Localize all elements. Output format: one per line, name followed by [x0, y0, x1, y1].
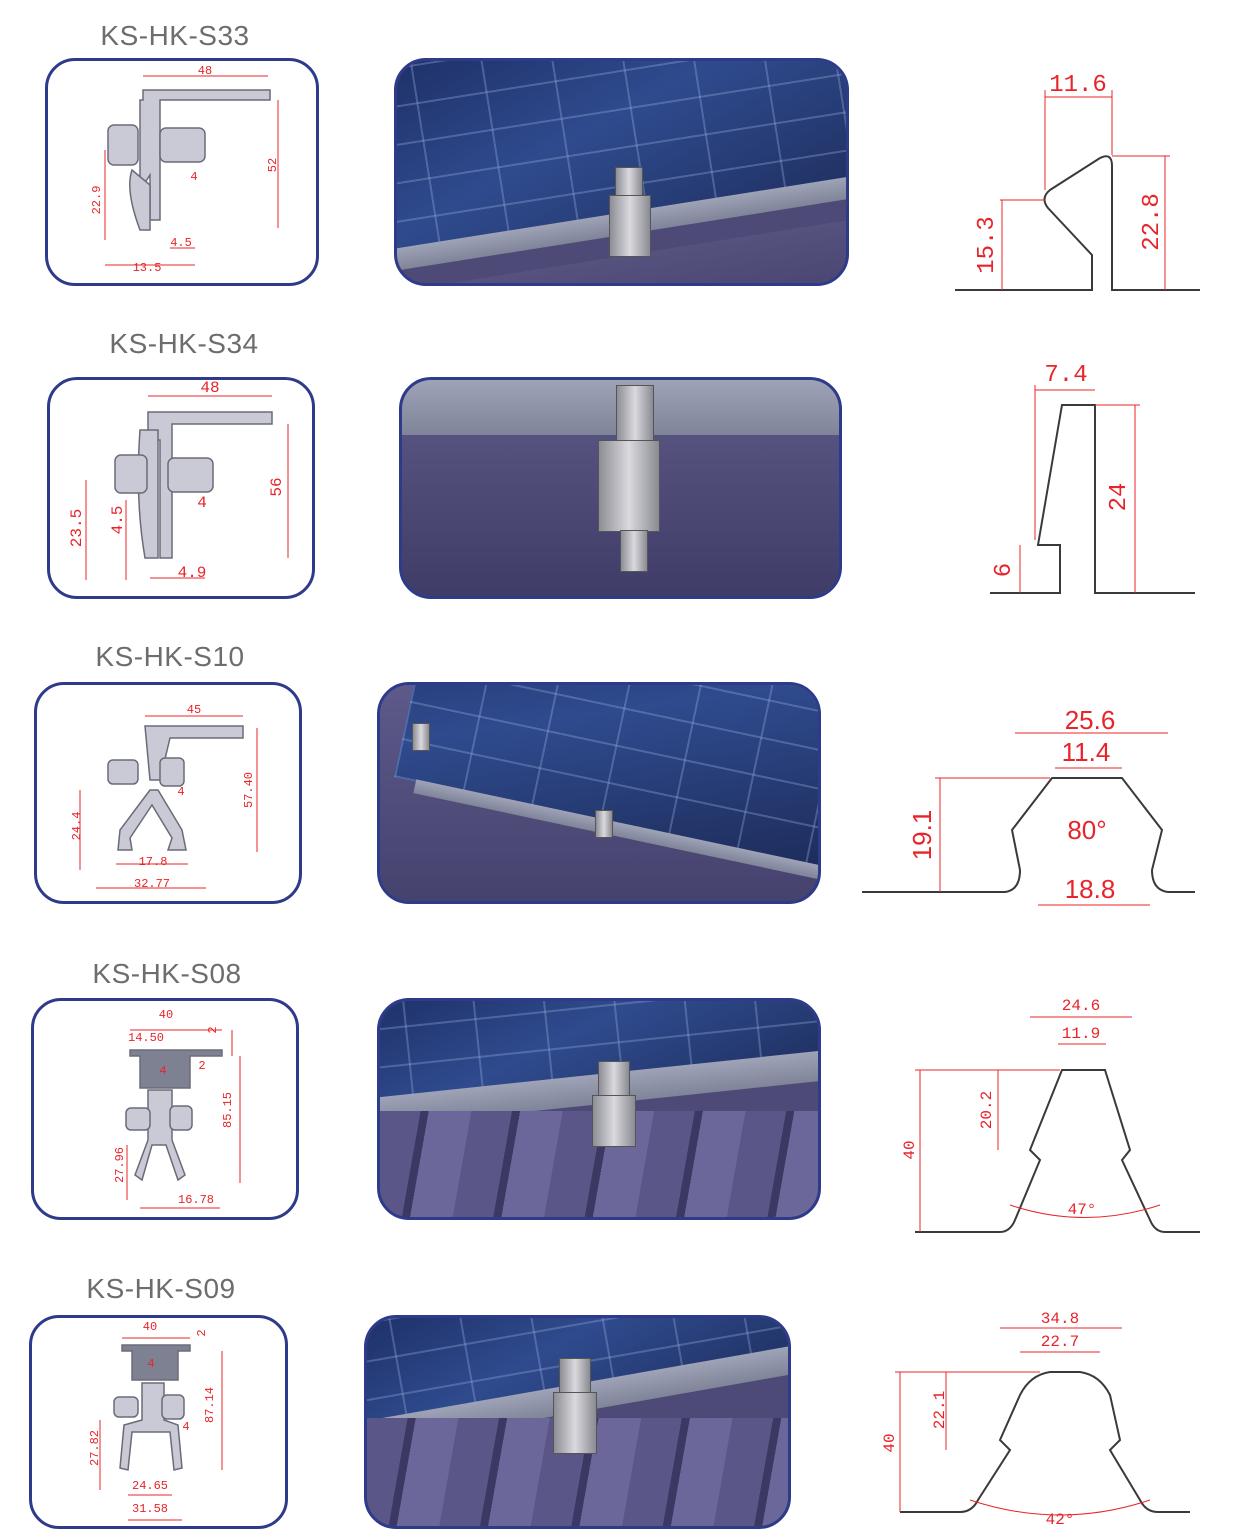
profile-dimension-label: 18.8	[1064, 874, 1116, 904]
profile-dimension-label: 34.8	[1040, 1310, 1080, 1328]
clamp-dimension-label: 27.96	[113, 1146, 127, 1184]
dimension-lines	[79, 75, 1170, 1521]
clamp-dimension-label: 4.5	[170, 236, 192, 250]
profile-dimension-label: 42°	[1045, 1511, 1075, 1529]
profile-dimension-label: 24.6	[1061, 997, 1101, 1015]
clamp-dimension-label: 87.14	[203, 1386, 217, 1424]
profile-dimension-label: 7.4	[1044, 362, 1088, 389]
clamp-dimension-label: 22.9	[90, 185, 104, 215]
profile-dimension-label: 11.9	[1061, 1025, 1101, 1043]
clamp-dimension-label: 4	[159, 1064, 167, 1078]
clamp-dimension-label: 48	[200, 379, 220, 397]
clamp-dimension-label: 31.58	[131, 1502, 169, 1516]
install-render-s33	[394, 58, 849, 286]
profile-dimension-label: 19.1	[907, 809, 937, 861]
clamp-dimension-label: 2	[195, 1329, 209, 1337]
clamp-dimension-label: 13.5	[132, 261, 162, 275]
clamp-dimension-label: 45	[186, 703, 202, 717]
clamp-dimension-label: 4.9	[177, 564, 207, 582]
profile-dimension-label: 80°	[1067, 815, 1107, 845]
product-title-s33: KS-HK-S33	[100, 20, 250, 51]
profile-dimension-label: 15.3	[974, 216, 1001, 274]
clamp-dimension-label: 40	[158, 1008, 174, 1022]
install-render-s10	[377, 682, 821, 904]
clamp-dimension-label: 4	[147, 1357, 155, 1371]
profile-dimension-label: 40	[881, 1433, 899, 1453]
roof-profiles	[862, 155, 1200, 1513]
clamp-dimension-label: 4	[197, 494, 207, 512]
clamp-dimension-label: 4	[190, 170, 198, 184]
product-title-s10: KS-HK-S10	[95, 641, 245, 672]
clamp-dimension-label: 4.5	[109, 505, 127, 535]
profile-dimension-label: 20.2	[978, 1090, 996, 1130]
profile-dimension-label: 6	[991, 562, 1018, 578]
product-title-s08: KS-HK-S08	[92, 958, 242, 989]
profile-dimension-label: 22.1	[931, 1390, 949, 1430]
profile-dimension-label: 11.6	[1049, 72, 1107, 99]
clamp-dimension-label: 16.78	[177, 1193, 215, 1207]
profile-dimension-label: 11.4	[1061, 737, 1111, 767]
clamp-dimension-label: 32.77	[133, 877, 171, 891]
install-render-s08	[377, 998, 821, 1220]
clamp-dimension-label: 17.8	[138, 855, 168, 869]
product-title-s09: KS-HK-S09	[86, 1273, 236, 1304]
clamp-dimension-label: 40	[142, 1320, 158, 1334]
profile-dimension-label: 47°	[1067, 1201, 1097, 1219]
clamp-dimension-label: 27.82	[88, 1429, 102, 1467]
profile-dimension-label: 24	[1106, 482, 1133, 512]
clamp-dimension-label: 24.4	[70, 811, 84, 841]
clamp-profiles	[107, 89, 273, 1471]
clamp-dimension-label: 4	[182, 1420, 190, 1434]
clamp-dimension-label: 23.5	[68, 508, 86, 548]
product-title-s34: KS-HK-S34	[109, 328, 259, 359]
profile-dimension-label: 25.6	[1064, 705, 1116, 735]
install-render-s09	[364, 1315, 791, 1529]
clamp-dimension-label: 57.40	[242, 771, 256, 809]
clamp-dimension-label: 85.15	[221, 1091, 235, 1129]
profile-dimension-label: 22.7	[1040, 1333, 1080, 1351]
clamp-dimension-label: 2	[206, 1026, 220, 1034]
install-render-s34	[399, 377, 842, 599]
clamp-dimension-label: 56	[268, 477, 286, 497]
clamp-dimension-label: 52	[266, 157, 280, 173]
clamp-dimension-label: 48	[197, 64, 213, 78]
clamp-dimension-label: 2	[198, 1059, 206, 1073]
clamp-dimension-label: 24.65	[131, 1479, 169, 1493]
profile-dimension-label: 40	[901, 1140, 919, 1160]
clamp-dimension-label: 14.50	[127, 1031, 165, 1045]
profile-dimension-label: 22.8	[1139, 193, 1166, 251]
clamp-dimension-label: 4	[177, 785, 185, 799]
